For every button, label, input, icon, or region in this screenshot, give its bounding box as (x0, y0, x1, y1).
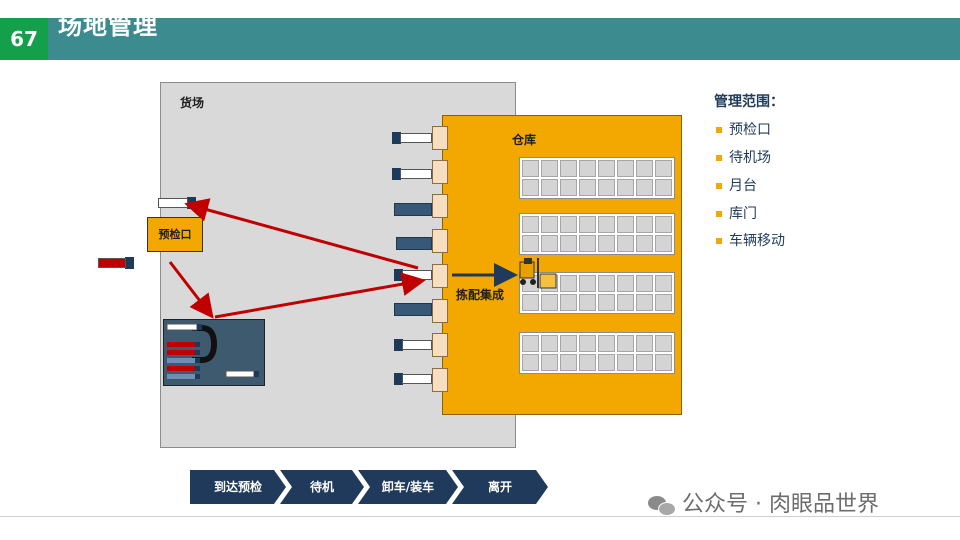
dock-door (432, 368, 448, 392)
process-step-arrive: 到达预检 (190, 470, 286, 504)
storage-rack-4 (519, 332, 675, 374)
legend-title: 管理范围： (714, 94, 784, 110)
picking-label: 拣配集成 (456, 288, 505, 302)
dock-door (432, 333, 448, 357)
trailer-icon (394, 203, 432, 216)
legend-item: 预检口 (716, 119, 771, 139)
process-step-wait: 待机 (280, 470, 364, 504)
bullet-icon (716, 238, 722, 244)
dock-door (432, 126, 448, 150)
storage-rack-1 (519, 157, 675, 199)
bullet-icon (716, 127, 722, 133)
watermark: 公众号 · 肉眼品世界 (648, 486, 879, 518)
arrow-waiting-to-dock (214, 272, 426, 319)
footer-divider (0, 516, 960, 517)
arrow-precheck-to-waiting (168, 261, 214, 319)
truck-icon (392, 132, 434, 144)
bullet-icon (716, 183, 722, 189)
truck-icon (98, 257, 134, 269)
legend-item: 车辆移动 (716, 230, 785, 250)
yard-label: 货场 (180, 96, 205, 110)
page-title: 场地管理 (58, 11, 158, 40)
wechat-icon (648, 494, 676, 516)
dock-door (432, 160, 448, 184)
forklift-icon (519, 258, 557, 289)
dock-door (432, 194, 448, 218)
dock-door (432, 299, 448, 323)
truck-icon (392, 168, 434, 180)
legend-item: 库门 (716, 203, 757, 223)
process-step-leave: 离开 (452, 470, 548, 504)
dock-door (432, 264, 448, 288)
trailer-icon (394, 303, 432, 316)
page-number: 67 (0, 18, 48, 60)
warehouse-label: 仓库 (512, 133, 537, 147)
waiting-lot-icon (166, 323, 259, 379)
storage-rack-2 (519, 213, 675, 255)
process-step-load-unload: 卸车/装车 (358, 470, 458, 504)
truck-icon (394, 373, 434, 385)
arrow-dock-to-exit (184, 198, 419, 270)
trailer-icon (396, 237, 432, 250)
bullet-icon (716, 155, 722, 161)
truck-icon (394, 339, 434, 351)
waiting-area (163, 319, 265, 386)
precheck-gate: 预检口 (147, 217, 203, 252)
dock-door (432, 229, 448, 253)
header-band (0, 18, 960, 60)
bullet-icon (716, 211, 722, 217)
legend-item: 待机场 (716, 147, 771, 167)
legend-item: 月台 (716, 175, 757, 195)
